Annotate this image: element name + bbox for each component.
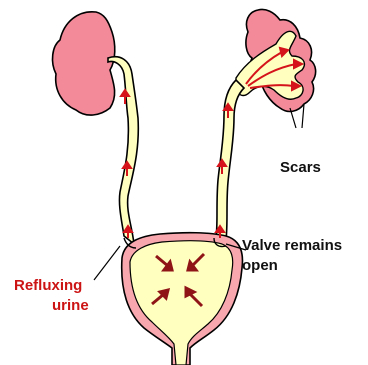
scars-label: Scars — [280, 159, 321, 176]
right-ureter — [216, 80, 244, 240]
valve-label-line1: Valve remains — [242, 237, 342, 254]
left-kidney — [53, 12, 115, 115]
reflux-label-line1: Refluxing — [14, 277, 82, 294]
reflux-pointer — [94, 246, 120, 280]
valve-label-line2: open — [242, 257, 278, 274]
bladder-lumen — [130, 241, 233, 365]
reflux-label-line2: urine — [52, 297, 89, 314]
